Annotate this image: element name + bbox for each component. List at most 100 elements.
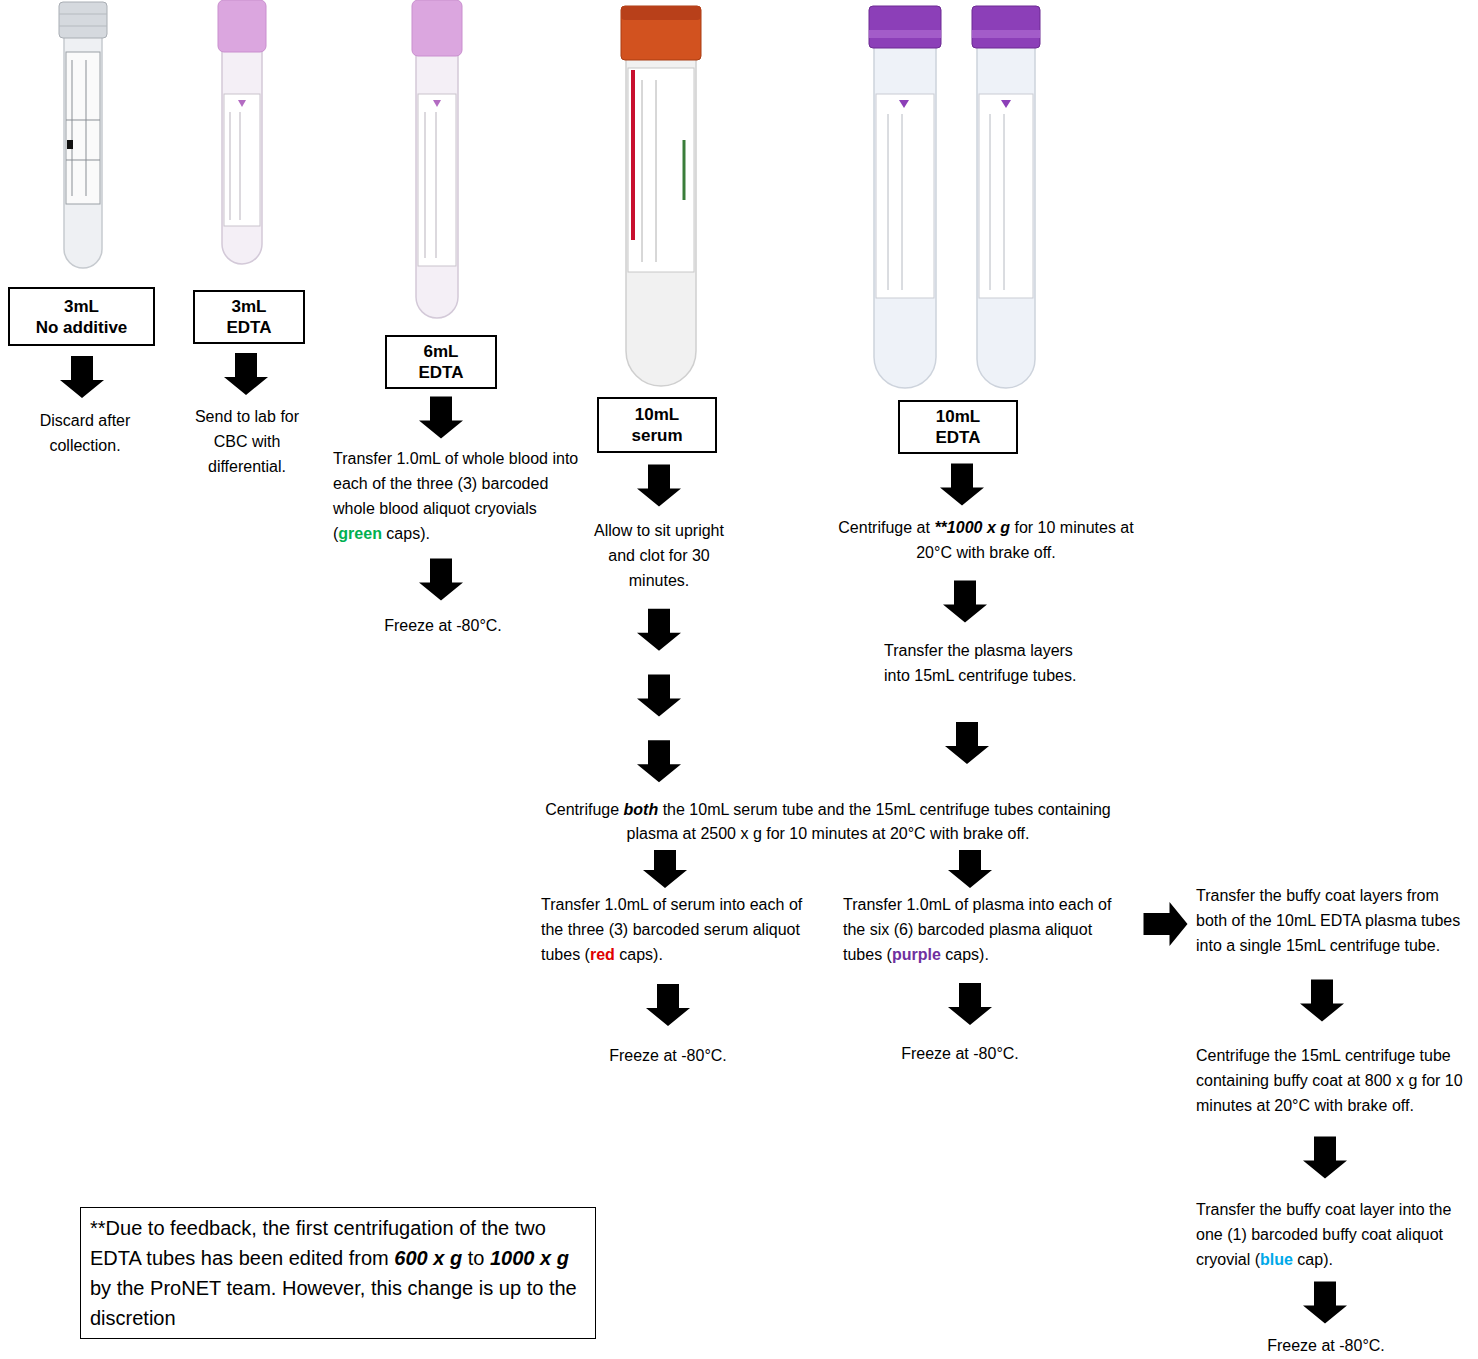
edta-tube-small	[218, 0, 266, 264]
box-label: 3mL No additive	[36, 296, 128, 338]
emphasis: g	[1000, 519, 1010, 536]
emphasis: x	[540, 1247, 551, 1269]
tube-cap	[218, 0, 266, 52]
label-line	[683, 140, 686, 200]
step-label: Centrifuge at **1000 x g for 10 minutes …	[834, 515, 1138, 565]
tube-body	[626, 58, 696, 386]
block-arrow	[419, 559, 463, 601]
tube-label-box: 6mL EDTA	[385, 335, 497, 389]
box-label: 3mL EDTA	[226, 296, 271, 338]
tube-body	[874, 46, 936, 388]
block-arrow	[948, 850, 992, 888]
cap-top	[621, 6, 701, 20]
step-label: Transfer the plasma layers into 15mL cen…	[884, 638, 1084, 688]
cap-band	[972, 30, 1040, 38]
tube-label-box: 10mL serum	[597, 397, 717, 453]
emphasis: g	[557, 1247, 569, 1269]
step-text: Transfer 1.0mL of whole blood into each …	[333, 446, 587, 546]
block-arrow	[948, 983, 992, 1025]
tube-body	[222, 50, 262, 264]
step-text: Freeze at -80°C.	[888, 1041, 1032, 1066]
tube-label-box: 3mL No additive	[8, 287, 155, 346]
tube-body	[64, 36, 102, 268]
step-label: Transfer 1.0mL of whole blood into each …	[333, 446, 587, 546]
step-text: Allow to sit upright and clot for 30 min…	[590, 518, 728, 593]
step-label: Freeze at -80°C.	[371, 613, 515, 638]
tube-body	[416, 53, 458, 318]
block-arrow	[637, 609, 681, 782]
box-label: 6mL EDTA	[418, 341, 463, 383]
step-text: Centrifuge the 15mL centrifuge tube cont…	[1196, 1043, 1470, 1118]
box-label: 10mL serum	[631, 404, 682, 446]
serum-tube	[621, 6, 701, 386]
step-text: Centrifuge both the 10mL serum tube and …	[526, 798, 1130, 846]
block-arrow	[1144, 902, 1188, 946]
step-label: Transfer 1.0mL of plasma into each of th…	[843, 892, 1135, 967]
block-arrow	[1303, 1282, 1347, 1324]
step-text: Freeze at -80°C.	[596, 1043, 740, 1068]
label-line	[990, 114, 991, 290]
label-line	[72, 60, 73, 196]
block-arrow	[646, 984, 690, 1026]
cap-band	[869, 30, 941, 38]
label-mark	[1001, 100, 1011, 108]
label-line	[656, 80, 657, 262]
label-line	[642, 80, 643, 262]
step-text: Transfer 1.0mL of serum into each of the…	[541, 892, 817, 967]
emphasis: **1000	[934, 519, 982, 536]
block-arrow	[643, 850, 687, 888]
tube-label	[66, 52, 100, 204]
block-arrow	[637, 465, 681, 507]
emphasis: x	[433, 1247, 444, 1269]
tube-body	[977, 46, 1035, 388]
plain-tube	[59, 2, 107, 268]
label-line	[86, 60, 87, 196]
edta-tube-large	[972, 6, 1040, 388]
tube-cap	[621, 6, 701, 60]
tube-cap	[59, 2, 107, 38]
tube-label	[628, 68, 694, 272]
block-arrow	[945, 722, 989, 764]
label-line	[1004, 114, 1005, 290]
step-text: Centrifuge at **1000 x g for 10 minutes …	[834, 515, 1138, 565]
step-text: Freeze at -80°C.	[1254, 1333, 1398, 1358]
label-mark	[899, 100, 909, 108]
step-text: Transfer 1.0mL of plasma into each of th…	[843, 892, 1135, 967]
emphasis: purple	[892, 946, 941, 963]
emphasis: green	[338, 525, 382, 542]
label-line	[66, 160, 100, 161]
edta-tube-large	[869, 6, 941, 388]
label-stripe	[631, 70, 635, 240]
step-label: Transfer 1.0mL of serum into each of the…	[541, 892, 817, 967]
tube-label-box: 3mL EDTA	[193, 290, 305, 344]
note-box: **Due to feedback, the first centrifugat…	[80, 1207, 596, 1339]
tube-label	[979, 94, 1033, 298]
step-label: Centrifuge both the 10mL serum tube and …	[526, 798, 1130, 846]
tube-cap	[412, 0, 462, 56]
step-label: Centrifuge the 15mL centrifuge tube cont…	[1196, 1043, 1470, 1118]
emphasis: 1000	[490, 1247, 535, 1269]
label-mark	[67, 140, 73, 149]
step-text: Discard after collection.	[20, 408, 150, 458]
emphasis: 600	[394, 1247, 427, 1269]
emphasis: red	[590, 946, 615, 963]
edta-tube-medium	[412, 0, 462, 318]
step-label: Freeze at -80°C.	[1254, 1333, 1398, 1358]
label-line	[425, 112, 426, 258]
tube-label	[418, 94, 456, 266]
block-arrow	[1303, 1137, 1347, 1179]
tube-label	[224, 94, 260, 226]
cap-ridge	[59, 26, 107, 27]
label-line	[888, 114, 889, 290]
note-text: **Due to feedback, the first centrifugat…	[90, 1213, 586, 1333]
emphasis: g	[450, 1247, 462, 1269]
cap-ridge	[59, 14, 107, 15]
tube-cap	[869, 6, 941, 48]
label-line	[902, 114, 903, 290]
emphasis: blue	[1260, 1251, 1293, 1268]
tube-label	[876, 94, 934, 298]
label-mark	[433, 100, 441, 107]
